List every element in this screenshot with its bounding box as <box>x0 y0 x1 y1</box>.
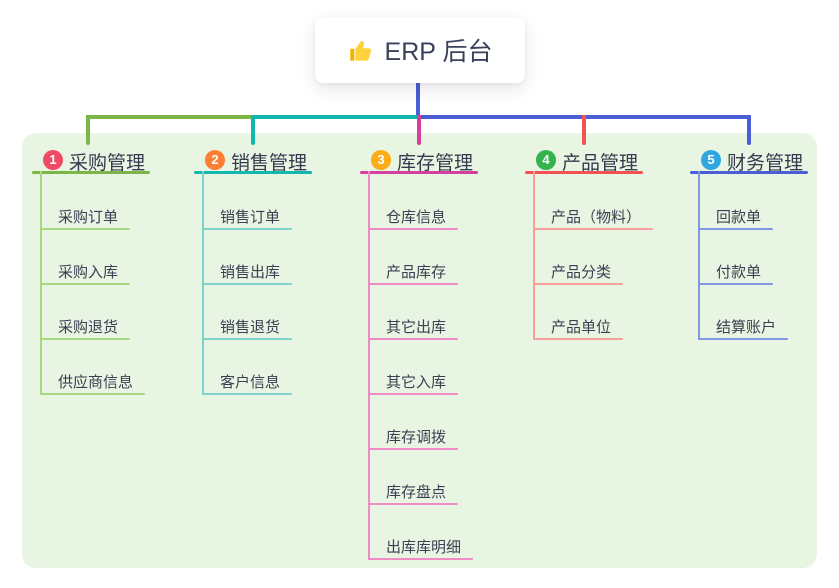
child-node: 客户信息 <box>194 366 369 398</box>
child-node: 销售订单 <box>194 201 369 233</box>
branch-underline <box>690 171 808 174</box>
branch-title[interactable]: 销售管理 <box>231 153 308 174</box>
child-node: 出库库明细 <box>360 531 535 563</box>
branch-title[interactable]: 库存管理 <box>397 153 474 174</box>
child-node-label[interactable]: 销售订单 <box>220 209 281 226</box>
child-node: 仓库信息 <box>360 201 535 233</box>
branch-stem-line <box>533 171 535 340</box>
child-node: 付款单 <box>690 256 839 288</box>
branch-number-badge: 3 <box>371 150 391 170</box>
child-underline <box>698 283 773 285</box>
child-node-label[interactable]: 产品库存 <box>386 264 447 281</box>
child-node: 其它出库 <box>360 311 535 343</box>
branch-underline <box>525 171 643 174</box>
child-node-label[interactable]: 供应商信息 <box>58 374 134 391</box>
branch-drop-line-2 <box>251 115 255 145</box>
child-node-label[interactable]: 采购退货 <box>58 319 119 336</box>
child-node-label[interactable]: 销售出库 <box>220 264 281 281</box>
branch-stem-line <box>368 171 370 560</box>
root-connector-line <box>416 83 420 119</box>
child-underline <box>40 338 130 340</box>
branch-finance: 5 财务管理 回款单 付款单 结算账户 <box>690 148 839 568</box>
child-underline <box>202 338 292 340</box>
child-node: 采购入库 <box>32 256 207 288</box>
connector-bus-left <box>86 115 253 119</box>
child-underline <box>533 283 623 285</box>
child-underline <box>698 228 773 230</box>
child-node: 库存盘点 <box>360 476 535 508</box>
child-node: 销售出库 <box>194 256 369 288</box>
child-node-label[interactable]: 采购订单 <box>58 209 119 226</box>
child-node-label[interactable]: 其它出库 <box>386 319 447 336</box>
child-underline <box>368 228 458 230</box>
child-node: 采购退货 <box>32 311 207 343</box>
child-underline <box>202 393 292 395</box>
child-node: 产品库存 <box>360 256 535 288</box>
child-node-label[interactable]: 付款单 <box>716 264 762 281</box>
branch-underline <box>32 171 150 174</box>
child-underline <box>368 503 458 505</box>
child-node-label[interactable]: 采购入库 <box>58 264 119 281</box>
branch-drop-line-1 <box>86 115 90 145</box>
branch-number-badge: 2 <box>205 150 225 170</box>
child-node-label[interactable]: 产品分类 <box>551 264 612 281</box>
child-underline <box>533 228 653 230</box>
child-node-label[interactable]: 结算账户 <box>716 319 777 336</box>
branch-underline <box>194 171 312 174</box>
branch-purchase: 1 采购管理 采购订单 采购入库 采购退货 供应商信息 <box>32 148 207 568</box>
connector-bus-middle <box>251 115 419 119</box>
branch-drop-line-3 <box>417 115 421 145</box>
branch-product: 4 产品管理 产品（物料） 产品分类 产品单位 <box>525 148 700 568</box>
child-node-label[interactable]: 产品单位 <box>551 319 612 336</box>
child-underline <box>368 558 473 560</box>
child-underline <box>368 283 458 285</box>
branch-number-badge: 1 <box>43 150 63 170</box>
child-node-label[interactable]: 库存调拨 <box>386 429 447 446</box>
child-underline <box>368 338 458 340</box>
child-node: 产品（物料） <box>525 201 700 233</box>
child-node: 产品单位 <box>525 311 700 343</box>
child-node-label[interactable]: 产品（物料） <box>551 209 642 226</box>
child-node: 库存调拨 <box>360 421 535 453</box>
child-node-label[interactable]: 其它入库 <box>386 374 447 391</box>
root-node[interactable]: ERP 后台 <box>315 17 525 83</box>
child-node-label[interactable]: 客户信息 <box>220 374 281 391</box>
branch-number-badge: 4 <box>536 150 556 170</box>
child-underline <box>368 393 458 395</box>
child-underline <box>40 283 130 285</box>
branch-title[interactable]: 采购管理 <box>69 153 146 174</box>
child-underline <box>698 338 788 340</box>
branch-number-badge: 5 <box>701 150 721 170</box>
child-node: 供应商信息 <box>32 366 207 398</box>
child-node-label[interactable]: 销售退货 <box>220 319 281 336</box>
child-underline <box>202 283 292 285</box>
child-node-label[interactable]: 仓库信息 <box>386 209 447 226</box>
child-underline <box>40 228 130 230</box>
child-underline <box>533 338 623 340</box>
child-node-label[interactable]: 回款单 <box>716 209 762 226</box>
branch-underline <box>360 171 478 174</box>
thumbs-up-icon <box>348 37 375 64</box>
child-node-label[interactable]: 库存盘点 <box>386 484 447 501</box>
root-title: ERP 后台 <box>384 38 493 66</box>
branch-drop-line-5 <box>747 115 751 145</box>
child-node-label[interactable]: 出库库明细 <box>386 539 462 556</box>
child-underline <box>40 393 145 395</box>
child-node: 销售退货 <box>194 311 369 343</box>
child-node: 产品分类 <box>525 256 700 288</box>
child-underline <box>202 228 292 230</box>
branch-title[interactable]: 产品管理 <box>562 153 639 174</box>
child-node: 回款单 <box>690 201 839 233</box>
branches-panel <box>22 133 817 568</box>
child-node: 结算账户 <box>690 311 839 343</box>
branch-drop-line-4 <box>582 115 586 145</box>
child-node: 其它入库 <box>360 366 535 398</box>
child-underline <box>368 448 458 450</box>
child-node: 采购订单 <box>32 201 207 233</box>
branch-inventory: 3 库存管理 仓库信息 产品库存 其它出库 其它入库 库存调拨 库存盘点 <box>360 148 535 568</box>
branch-title[interactable]: 财务管理 <box>727 153 804 174</box>
branch-stem-line <box>698 171 700 340</box>
branch-sales: 2 销售管理 销售订单 销售出库 销售退货 客户信息 <box>194 148 369 568</box>
